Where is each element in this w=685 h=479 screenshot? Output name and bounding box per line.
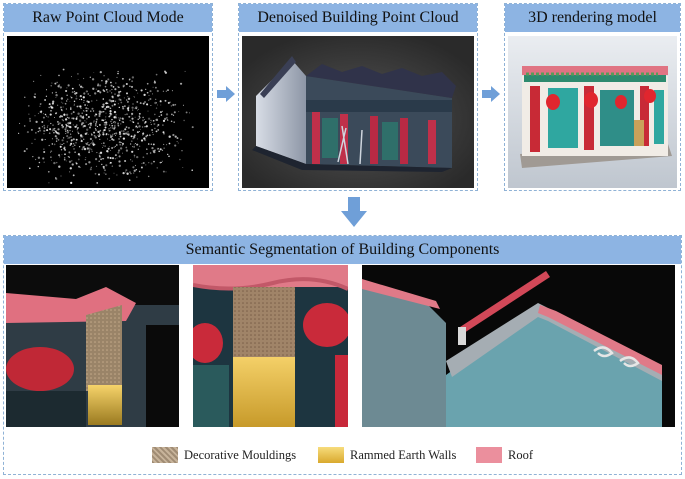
legend-label: Decorative Mouldings bbox=[184, 447, 297, 462]
raw-point-cloud-image bbox=[7, 36, 209, 188]
arrow-right-icon bbox=[217, 86, 235, 102]
raw-point-cloud-panel: Raw Point Cloud Mode bbox=[3, 3, 213, 191]
legend-label: Rammed Earth Walls bbox=[350, 447, 457, 462]
legend-item-decorative-mouldings: Decorative Mouldings bbox=[152, 446, 296, 464]
rendering-model-image bbox=[508, 36, 677, 188]
denoised-point-cloud-panel: Denoised Building Point Cloud bbox=[238, 3, 478, 191]
segmentation-panel: Semantic Segmentation of Building Compon… bbox=[3, 235, 682, 475]
segmentation-title: Semantic Segmentation of Building Compon… bbox=[4, 236, 681, 264]
segmentation-image-middle bbox=[193, 265, 348, 427]
legend-swatch-rammed-earth-walls bbox=[318, 447, 344, 463]
arrow-right-icon bbox=[482, 86, 500, 102]
segmentation-image-left bbox=[6, 265, 179, 427]
arrow-down-icon bbox=[341, 197, 367, 227]
raw-point-cloud-title: Raw Point Cloud Mode bbox=[4, 4, 212, 32]
denoised-point-cloud-title: Denoised Building Point Cloud bbox=[239, 4, 477, 32]
legend-label: Roof bbox=[508, 447, 533, 462]
legend-item-rammed-earth-walls: Rammed Earth Walls bbox=[318, 446, 456, 464]
denoised-point-cloud-image bbox=[242, 36, 474, 188]
segmentation-image-right bbox=[362, 265, 675, 427]
legend-item-roof: Roof bbox=[476, 446, 533, 464]
rendering-model-panel: 3D rendering model bbox=[504, 3, 681, 191]
legend-swatch-roof bbox=[476, 447, 502, 463]
legend-swatch-decorative-mouldings bbox=[152, 447, 178, 463]
rendering-model-title: 3D rendering model bbox=[505, 4, 680, 32]
